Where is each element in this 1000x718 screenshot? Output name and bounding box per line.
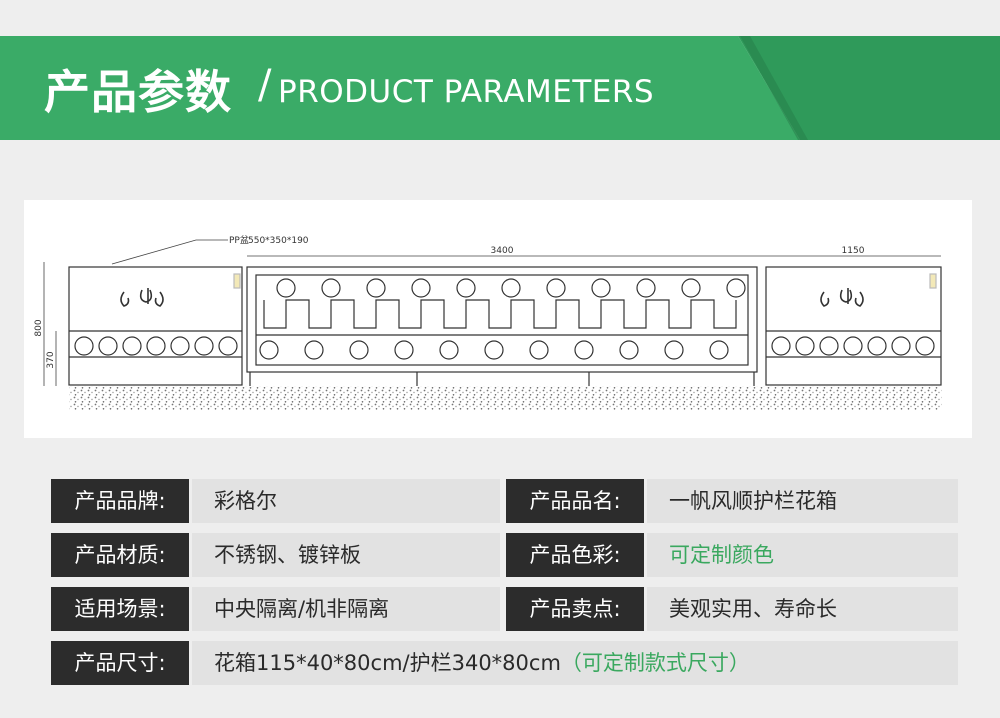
material-label: 产品材质: <box>51 533 189 577</box>
pp-pot-size: 550*350*190 <box>248 236 309 246</box>
pp-pot-label: PP盆 <box>229 234 249 246</box>
page-title-cn: 产品参数 <box>44 65 232 119</box>
middle-railing <box>246 266 758 386</box>
dimension-1150: 1150 <box>842 246 865 256</box>
size-label: 产品尺寸: <box>51 641 189 685</box>
banner-divider <box>740 36 808 140</box>
param-row-4: 产品尺寸: 花箱115*40*80cm/护栏340*80cm（可定制款式尺寸） <box>0 641 1000 685</box>
header-banner <box>0 36 1000 140</box>
banner-main-shape <box>0 36 800 140</box>
drawing-svg: PP盆 550*350*190 3400 1150 800 370 <box>34 234 942 410</box>
param-row-2: 产品材质: 不锈钢、镀锌板 产品色彩: 可定制颜色 <box>0 533 1000 577</box>
brand-value: 彩格尔 <box>192 479 500 523</box>
title-separator: / <box>258 62 272 108</box>
brand-label: 产品品牌: <box>51 479 189 523</box>
param-row-1: 产品品牌: 彩格尔 产品品名: 一帆风顺护栏花箱 <box>0 479 1000 523</box>
dimension-lines <box>43 239 941 386</box>
page-title-en: PRODUCT PARAMETERS <box>278 74 655 110</box>
material-value: 不锈钢、镀锌板 <box>192 533 500 577</box>
feature-value: 美观实用、寿命长 <box>647 587 958 631</box>
feature-label: 产品卖点: <box>506 587 644 631</box>
size-value: 花箱115*40*80cm/护栏340*80cm <box>214 651 561 675</box>
param-row-3: 适用场景: 中央隔离/机非隔离 产品卖点: 美观实用、寿命长 <box>0 587 1000 631</box>
left-planter <box>68 266 243 386</box>
size-note: （可定制款式尺寸） <box>560 651 750 675</box>
scene-value: 中央隔离/机非隔离 <box>192 587 500 631</box>
scene-label: 适用场景: <box>51 587 189 631</box>
product-name-label: 产品品名: <box>506 479 644 523</box>
dimension-800: 800 <box>34 319 44 336</box>
dimension-370: 370 <box>46 351 56 368</box>
color-value: 可定制颜色 <box>647 533 958 577</box>
ground-gravel <box>69 386 942 410</box>
technical-drawing: PP盆 550*350*190 3400 1150 800 370 <box>24 200 972 438</box>
right-planter <box>765 266 942 386</box>
banner-right-shape <box>738 36 1000 140</box>
product-name-value: 一帆风顺护栏花箱 <box>647 479 958 523</box>
color-label: 产品色彩: <box>506 533 644 577</box>
size-value-cell: 花箱115*40*80cm/护栏340*80cm（可定制款式尺寸） <box>192 641 958 685</box>
dimension-3400: 3400 <box>491 246 514 256</box>
